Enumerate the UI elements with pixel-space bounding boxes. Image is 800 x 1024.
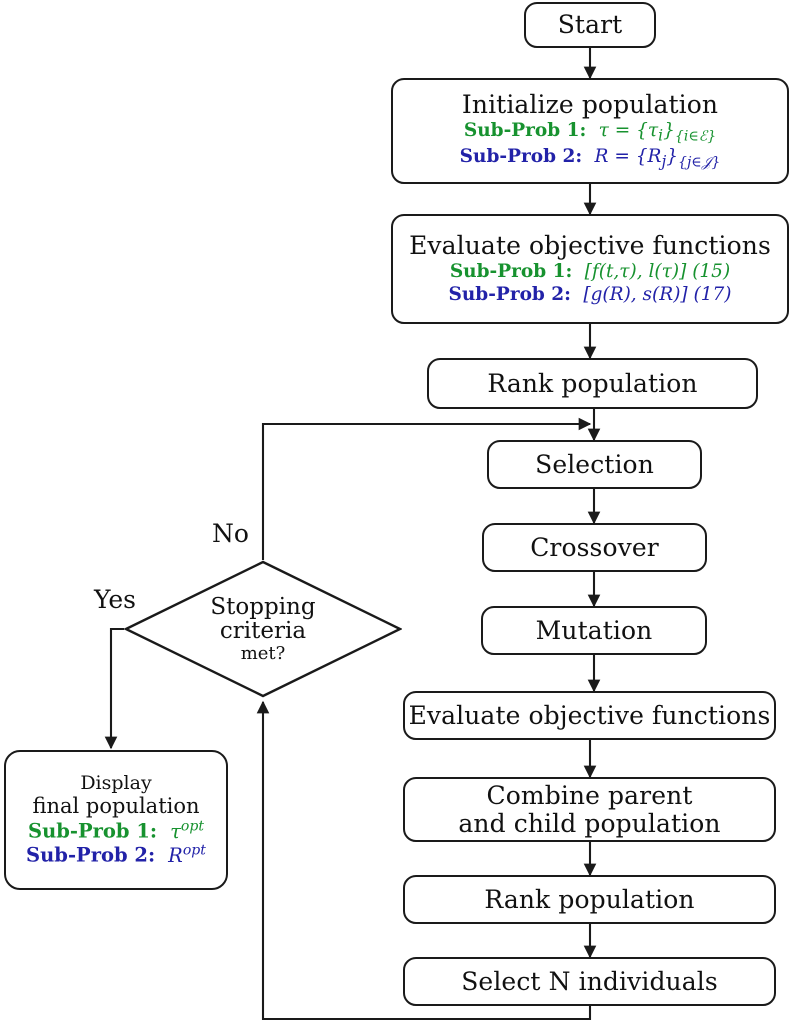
node-rank-top-label: Rank population (487, 368, 698, 398)
node-rank-bottom-label: Rank population (484, 884, 695, 914)
node-start-label: Start (557, 10, 623, 39)
node-evaluate-top-sub1: Sub-Prob 1: [f(t,τ), l(τ)] (15) (449, 261, 731, 283)
node-evaluate-top-sub2: Sub-Prob 2: [g(R), s(R)] (17) (448, 284, 732, 305)
node-mutation-label: Mutation (535, 615, 653, 645)
node-stopping-criteria-decision[interactable]: Stopping criteria met? (124, 560, 402, 698)
node-combine-line2: and child population (458, 808, 721, 838)
node-mutation[interactable]: Mutation (481, 606, 707, 655)
node-display-line2: final population (32, 793, 200, 818)
node-evaluate-bottom-label: Evaluate objective functions (408, 700, 771, 730)
node-rank-population-top[interactable]: Rank population (427, 358, 758, 409)
node-crossover-label: Crossover (530, 532, 659, 562)
node-display-final-population[interactable]: Display final population Sub-Prob 1: τop… (4, 750, 228, 890)
node-selection-label: Selection (535, 449, 654, 479)
node-display-sub2: Sub-Prob 2: Ropt (26, 842, 206, 867)
node-initialize-population[interactable]: Initialize population Sub-Prob 1: τ = {τ… (391, 78, 789, 184)
node-initialize-sub1: Sub-Prob 1: τ = {τi}{i∈ℰ} (463, 119, 717, 145)
sub1-prefix: Sub-Prob 1: (449, 261, 573, 283)
sub2-prefix: Sub-Prob 2: (448, 284, 572, 305)
node-initialize-title: Initialize population (461, 89, 719, 119)
node-selection[interactable]: Selection (487, 440, 702, 489)
sub1-prefix: Sub-Prob 1: (463, 119, 587, 141)
edge-label-no: No (212, 519, 249, 548)
node-evaluate-top-title: Evaluate objective functions (409, 231, 771, 261)
decision-text: Stopping criteria met? (210, 595, 315, 663)
node-select-n-individuals[interactable]: Select N individuals (403, 957, 776, 1006)
sub2-prefix: Sub-Prob 2: (26, 843, 156, 867)
node-rank-population-bottom[interactable]: Rank population (403, 875, 776, 924)
edge-label-yes: Yes (94, 585, 136, 614)
node-combine-line1: Combine parent (486, 780, 693, 810)
decision-line2: criteria (219, 618, 307, 645)
node-evaluate-objective-functions-top[interactable]: Evaluate objective functions Sub-Prob 1:… (391, 214, 789, 324)
edge-decision-yes-to-display (104, 627, 124, 750)
decision-line1: Stopping (210, 594, 316, 621)
node-combine-populations[interactable]: Combine parent and child population (403, 777, 776, 842)
diamond-shape (124, 560, 402, 698)
node-select-n-label: Select N individuals (461, 966, 718, 996)
node-display-sub1: Sub-Prob 1: τopt (28, 818, 204, 843)
sub1-prefix: Sub-Prob 1: (28, 819, 158, 843)
node-start[interactable]: Start (524, 2, 656, 48)
node-initialize-sub2: Sub-Prob 2: R = {Rj}{j∈𝒥} (459, 146, 721, 171)
node-crossover[interactable]: Crossover (482, 523, 707, 572)
node-display-line1: Display (80, 772, 152, 795)
sub2-prefix: Sub-Prob 2: (459, 146, 583, 167)
node-evaluate-objective-functions-bottom[interactable]: Evaluate objective functions (403, 691, 776, 740)
decision-line3: met? (240, 642, 286, 664)
